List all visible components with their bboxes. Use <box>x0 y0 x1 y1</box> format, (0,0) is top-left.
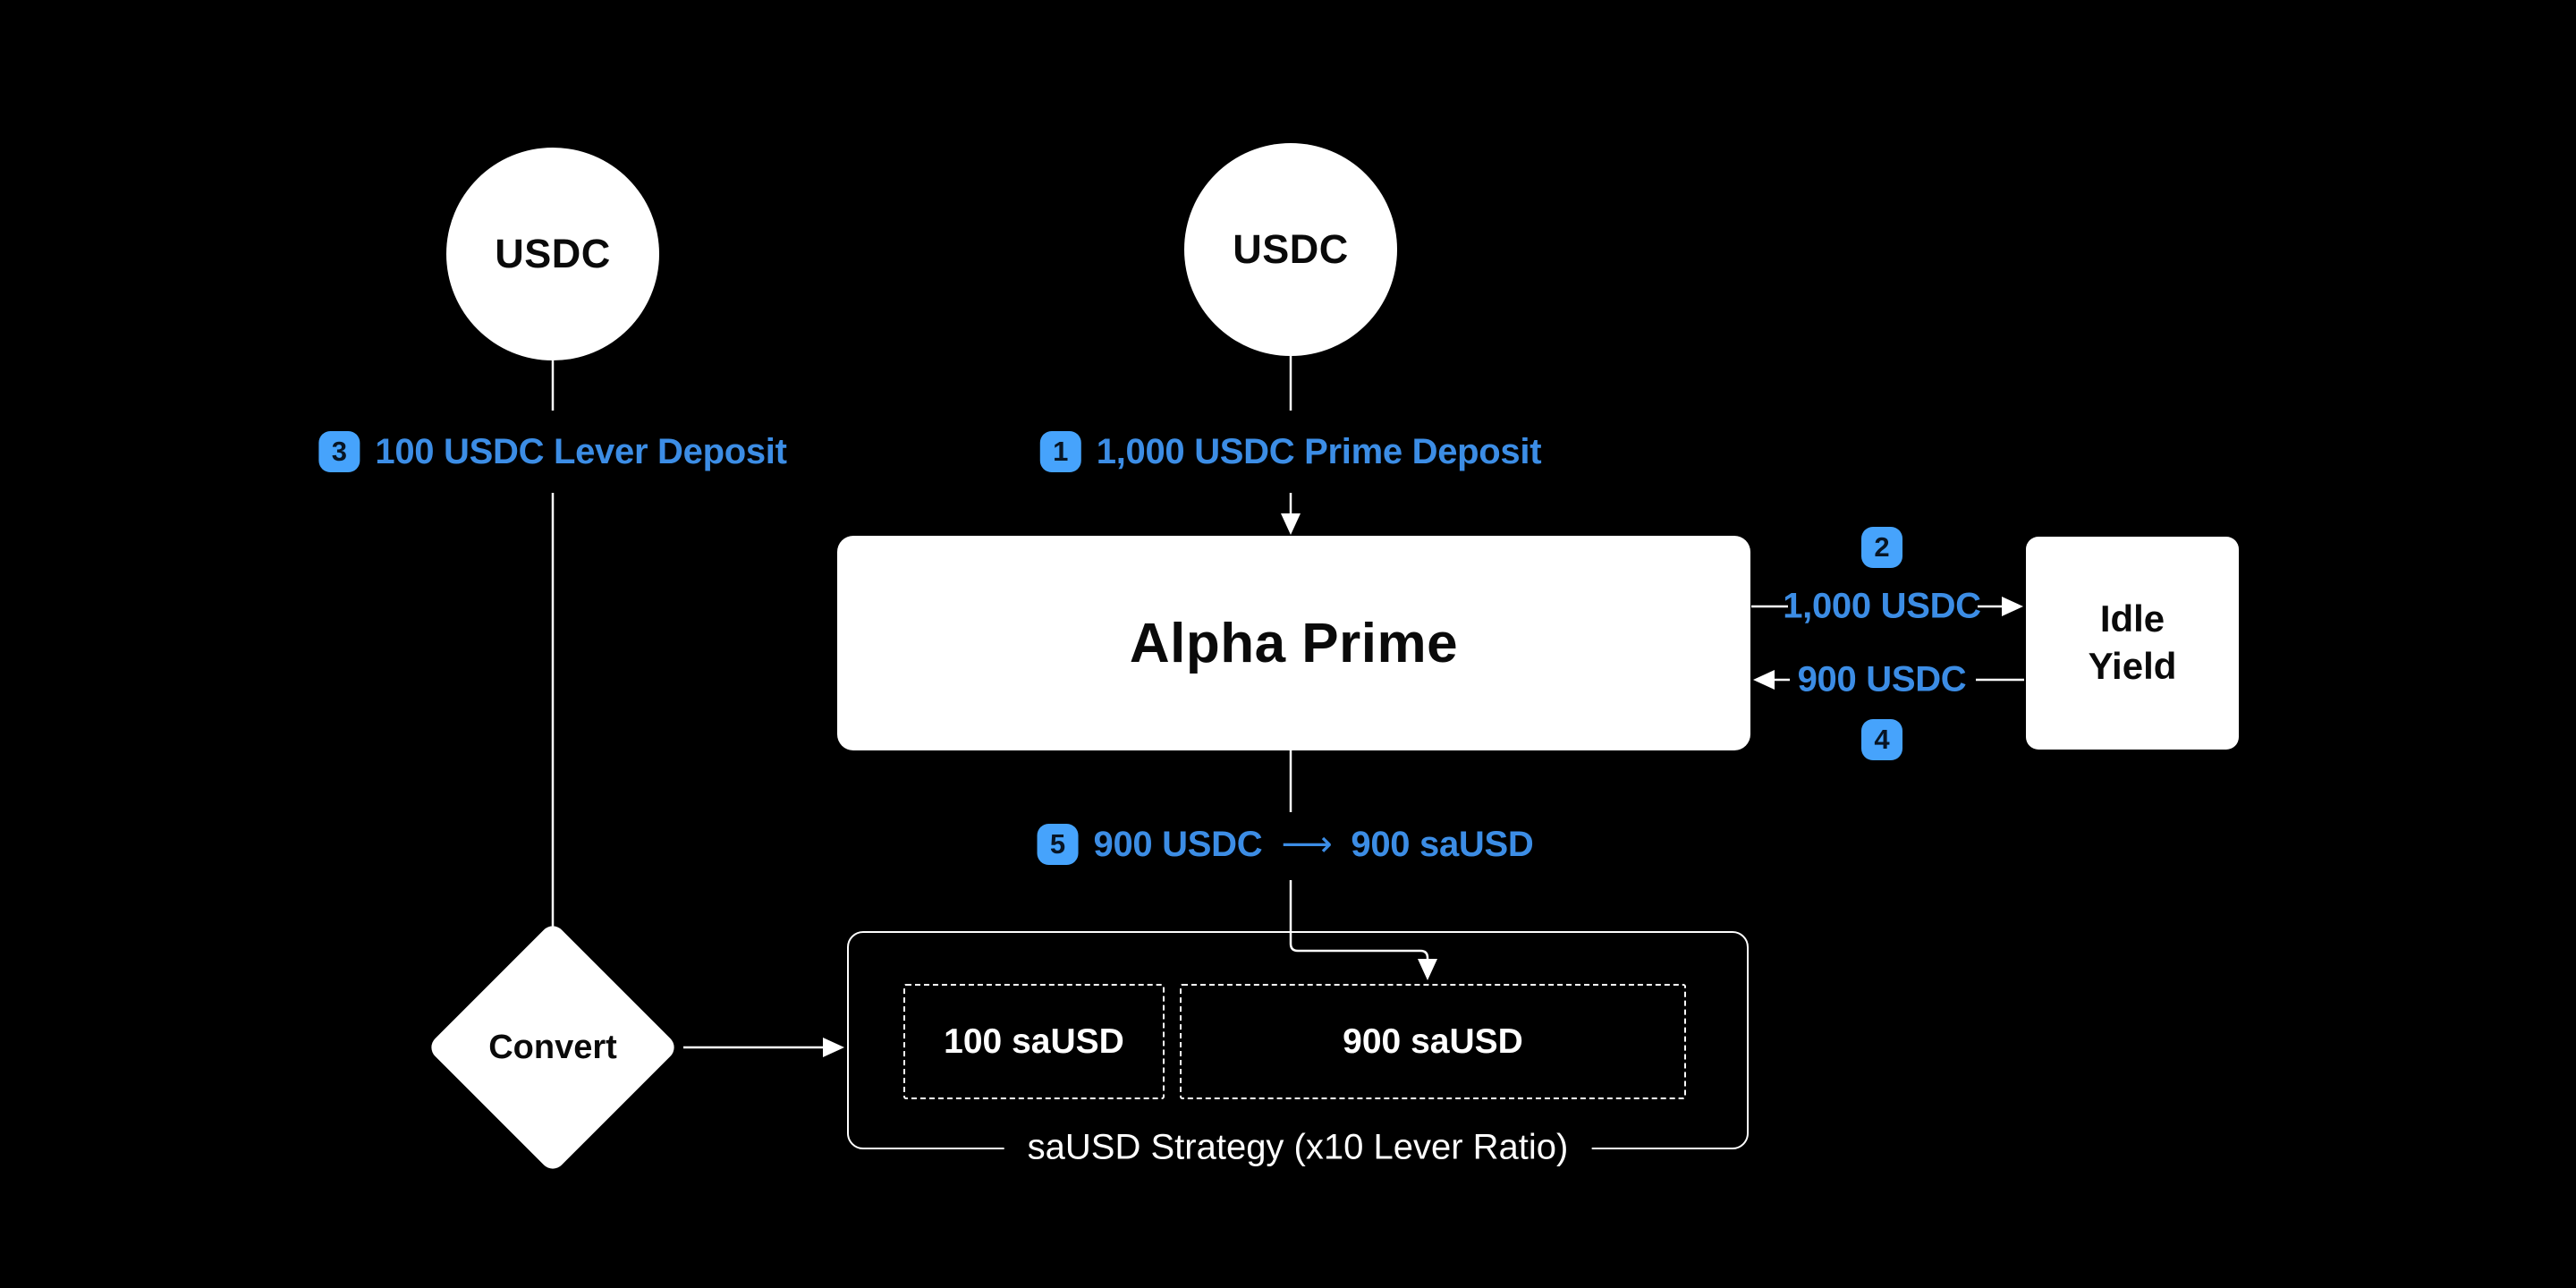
strategy-label: saUSD Strategy (x10 Lever Ratio) <box>1004 1127 1592 1168</box>
connector-step5-to-slot <box>1289 880 1429 961</box>
step5-label-from: 900 USDC <box>1093 824 1263 864</box>
step1-row: 1 1,000 USDC Prime Deposit <box>1039 431 1542 472</box>
arrowhead-into-idle <box>2002 597 2023 616</box>
slot-100-sausd-label: 100 saUSD <box>944 1021 1124 1061</box>
step3-row: 3 100 USDC Lever Deposit <box>318 431 787 472</box>
convert-node: Convert <box>426 920 680 1174</box>
usdc-token-left-label: USDC <box>495 231 611 276</box>
convert-label: Convert <box>488 1028 617 1066</box>
step3-label: 100 USDC Lever Deposit <box>375 431 787 471</box>
flow-900-usdc-label: 900 USDC <box>1797 659 1967 699</box>
arrowhead-into-alpha-right <box>1753 670 1775 690</box>
long-right-arrow-icon: ⟶ <box>1281 825 1333 864</box>
flow-1000-usdc-label: 1,000 USDC <box>1783 586 1981 626</box>
idle-yield-node: Idle Yield <box>2026 537 2239 750</box>
arrowhead-into-900sausd-slot <box>1418 959 1437 980</box>
step1-label: 1,000 USDC Prime Deposit <box>1096 431 1542 471</box>
step5-label-to: 900 saUSD <box>1351 824 1534 864</box>
step2-badge: 2 <box>1861 527 1902 568</box>
usdc-token-center-label: USDC <box>1233 226 1349 272</box>
step3-badge: 3 <box>318 431 360 472</box>
arrowhead-into-alpha-top <box>1281 513 1301 535</box>
step4-badge: 4 <box>1861 719 1902 760</box>
idle-yield-label: Idle Yield <box>2088 597 2177 687</box>
slot-900-sausd-label: 900 saUSD <box>1343 1021 1523 1061</box>
arrowhead-into-strategy <box>823 1038 844 1057</box>
step1-badge: 1 <box>1039 431 1081 472</box>
alpha-prime-label: Alpha Prime <box>1129 612 1459 674</box>
strategy-container: 100 saUSD 900 saUSD saUSD Strategy (x10 … <box>847 931 1749 1168</box>
slot-900-sausd: 900 saUSD <box>1180 984 1686 1099</box>
alpha-prime-node: Alpha Prime <box>837 536 1750 750</box>
step5-row: 5 900 USDC ⟶ 900 saUSD <box>1037 824 1534 865</box>
usdc-token-left: USDC <box>446 148 659 360</box>
step5-badge: 5 <box>1037 824 1079 865</box>
usdc-token-center: USDC <box>1184 143 1397 356</box>
slot-100-sausd: 100 saUSD <box>903 984 1165 1099</box>
